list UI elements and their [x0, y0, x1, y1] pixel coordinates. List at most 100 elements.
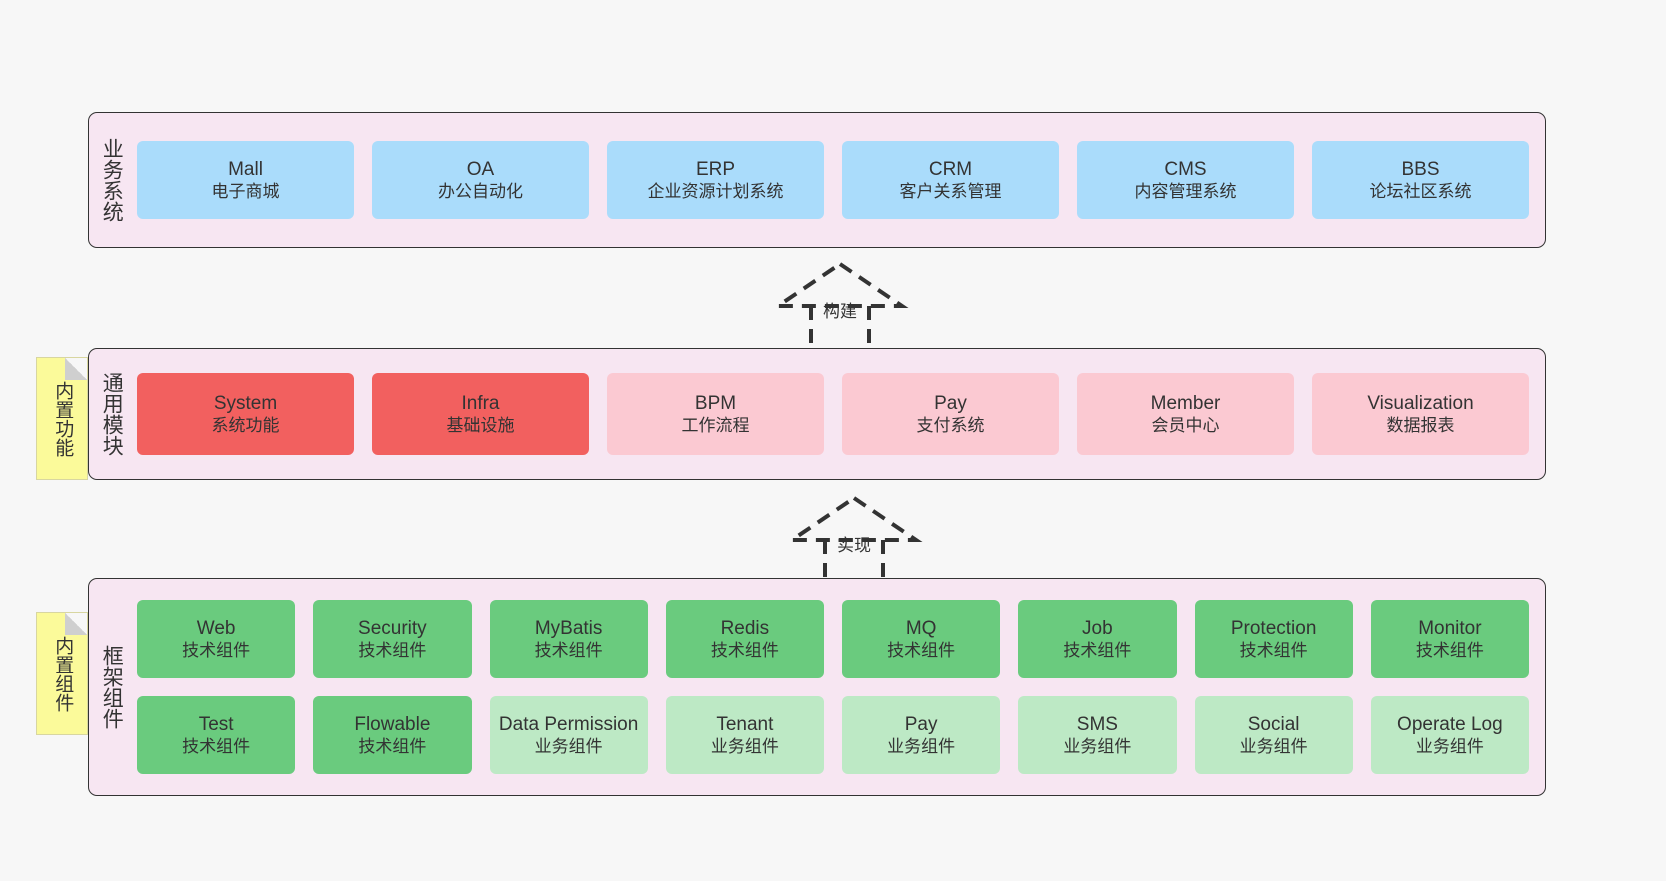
node-pay-component[interactable]: Pay 业务组件 [842, 696, 1001, 774]
layer-body-common-modules: System 系统功能 Infra 基础设施 BPM 工作流程 Pay 支付系统… [133, 349, 1545, 479]
node-subtitle: 工作流程 [681, 415, 750, 435]
note-text: 内置功能 [52, 380, 74, 457]
node-subtitle: 技术组件 [1239, 640, 1308, 660]
node-test[interactable]: Test 技术组件 [137, 696, 296, 774]
node-title: Mall [228, 158, 263, 180]
node-row: Test 技术组件 Flowable 技术组件 Data Permission … [137, 696, 1529, 774]
node-subtitle: 技术组件 [182, 736, 251, 756]
node-title: Flowable [354, 713, 431, 735]
layer-title-business-systems: 业务系统 [100, 138, 124, 222]
node-subtitle: 会员中心 [1151, 415, 1220, 435]
node-title: Infra [461, 392, 500, 414]
node-mall[interactable]: Mall 电子商城 [137, 141, 354, 219]
node-mq[interactable]: MQ 技术组件 [842, 600, 1001, 678]
node-subtitle: 技术组件 [534, 640, 603, 660]
node-job[interactable]: Job 技术组件 [1018, 600, 1177, 678]
node-subtitle: 系统功能 [211, 415, 280, 435]
arrowhead-triangle [771, 261, 909, 308]
note-builtin-components: 内置组件 [36, 612, 88, 735]
node-title: Job [1082, 617, 1113, 639]
node-subtitle: 支付系统 [916, 415, 985, 435]
node-subtitle: 业务组件 [1415, 736, 1484, 756]
node-subtitle: 企业资源计划系统 [647, 181, 784, 201]
node-subtitle: 业务组件 [534, 736, 603, 756]
node-title: SMS [1076, 713, 1118, 735]
layer-title-common-modules: 通用模块 [100, 372, 124, 456]
node-bbs[interactable]: BBS 论坛社区系统 [1312, 141, 1529, 219]
node-subtitle: 业务组件 [1239, 736, 1308, 756]
node-subtitle: 技术组件 [358, 640, 427, 660]
arrow-stem [809, 306, 871, 348]
connector-build-label: 构建 [823, 302, 857, 321]
node-title: Security [358, 617, 427, 639]
node-title: Operate Log [1397, 713, 1503, 735]
layer-body-business-systems: Mall 电子商城 OA 办公自动化 ERP 企业资源计划系统 CRM 客户关系… [133, 113, 1545, 247]
node-subtitle: 业务组件 [710, 736, 779, 756]
node-erp[interactable]: ERP 企业资源计划系统 [607, 141, 824, 219]
node-title: Data Permission [498, 713, 639, 735]
connector-implement-arrow: 实现 [774, 492, 934, 582]
node-title: CRM [928, 158, 973, 180]
node-title: Pay [904, 713, 938, 735]
layer-framework-components: 框架组件 Web 技术组件 Security 技术组件 MyBatis 技术组件… [88, 578, 1546, 796]
node-row: System 系统功能 Infra 基础设施 BPM 工作流程 Pay 支付系统… [137, 373, 1529, 455]
node-title: Visualization [1367, 392, 1474, 414]
node-member[interactable]: Member 会员中心 [1077, 373, 1294, 455]
node-subtitle: 业务组件 [887, 736, 956, 756]
node-cms[interactable]: CMS 内容管理系统 [1077, 141, 1294, 219]
node-subtitle: 内容管理系统 [1134, 181, 1237, 201]
node-web[interactable]: Web 技术组件 [137, 600, 296, 678]
node-subtitle: 办公自动化 [438, 181, 523, 201]
node-bpm[interactable]: BPM 工作流程 [607, 373, 824, 455]
note-builtin-features: 内置功能 [36, 357, 88, 480]
node-title: MQ [905, 617, 937, 639]
node-title: Protection [1230, 617, 1317, 639]
node-pay[interactable]: Pay 支付系统 [842, 373, 1059, 455]
node-operate-log[interactable]: Operate Log 业务组件 [1370, 696, 1529, 774]
layer-title-framework-components: 框架组件 [100, 645, 124, 729]
node-title: Redis [720, 617, 770, 639]
layer-business-systems: 业务系统 Mall 电子商城 OA 办公自动化 ERP 企业资源计划系统 CRM… [88, 112, 1546, 248]
node-sms[interactable]: SMS 业务组件 [1018, 696, 1177, 774]
node-mybatis[interactable]: MyBatis 技术组件 [489, 600, 648, 678]
node-redis[interactable]: Redis 技术组件 [665, 600, 824, 678]
arrowhead-triangle [785, 495, 923, 542]
node-protection[interactable]: Protection 技术组件 [1194, 600, 1353, 678]
node-social[interactable]: Social 业务组件 [1194, 696, 1353, 774]
node-visualization[interactable]: Visualization 数据报表 [1312, 373, 1529, 455]
layer-body-framework-components: Web 技术组件 Security 技术组件 MyBatis 技术组件 Redi… [133, 579, 1545, 795]
note-text: 内置组件 [52, 635, 74, 712]
node-subtitle: 数据报表 [1386, 415, 1455, 435]
node-title: Member [1150, 392, 1221, 414]
node-title: MyBatis [534, 617, 603, 639]
node-system[interactable]: System 系统功能 [137, 373, 354, 455]
node-security[interactable]: Security 技术组件 [313, 600, 472, 678]
arrow-stem [823, 540, 885, 582]
node-title: Test [198, 713, 234, 735]
node-flowable[interactable]: Flowable 技术组件 [313, 696, 472, 774]
node-title: Social [1247, 713, 1300, 735]
node-title: Tenant [716, 713, 774, 735]
node-title: ERP [695, 158, 736, 180]
node-subtitle: 技术组件 [710, 640, 779, 660]
node-tenant[interactable]: Tenant 业务组件 [665, 696, 824, 774]
node-subtitle: 电子商城 [211, 181, 280, 201]
node-crm[interactable]: CRM 客户关系管理 [842, 141, 1059, 219]
node-title: Monitor [1418, 617, 1482, 639]
node-subtitle: 客户关系管理 [899, 181, 1002, 201]
connector-build-arrow: 构建 [760, 258, 920, 348]
node-title: CMS [1164, 158, 1207, 180]
node-subtitle: 技术组件 [887, 640, 956, 660]
node-subtitle: 技术组件 [358, 736, 427, 756]
node-infra[interactable]: Infra 基础设施 [372, 373, 589, 455]
node-monitor[interactable]: Monitor 技术组件 [1370, 600, 1529, 678]
node-subtitle: 基础设施 [446, 415, 515, 435]
node-subtitle: 论坛社区系统 [1369, 181, 1472, 201]
node-row: Web 技术组件 Security 技术组件 MyBatis 技术组件 Redi… [137, 600, 1529, 678]
node-row: Mall 电子商城 OA 办公自动化 ERP 企业资源计划系统 CRM 客户关系… [137, 141, 1529, 219]
node-title: Web [196, 617, 236, 639]
node-oa[interactable]: OA 办公自动化 [372, 141, 589, 219]
node-data-permission[interactable]: Data Permission 业务组件 [489, 696, 648, 774]
node-subtitle: 技术组件 [182, 640, 251, 660]
